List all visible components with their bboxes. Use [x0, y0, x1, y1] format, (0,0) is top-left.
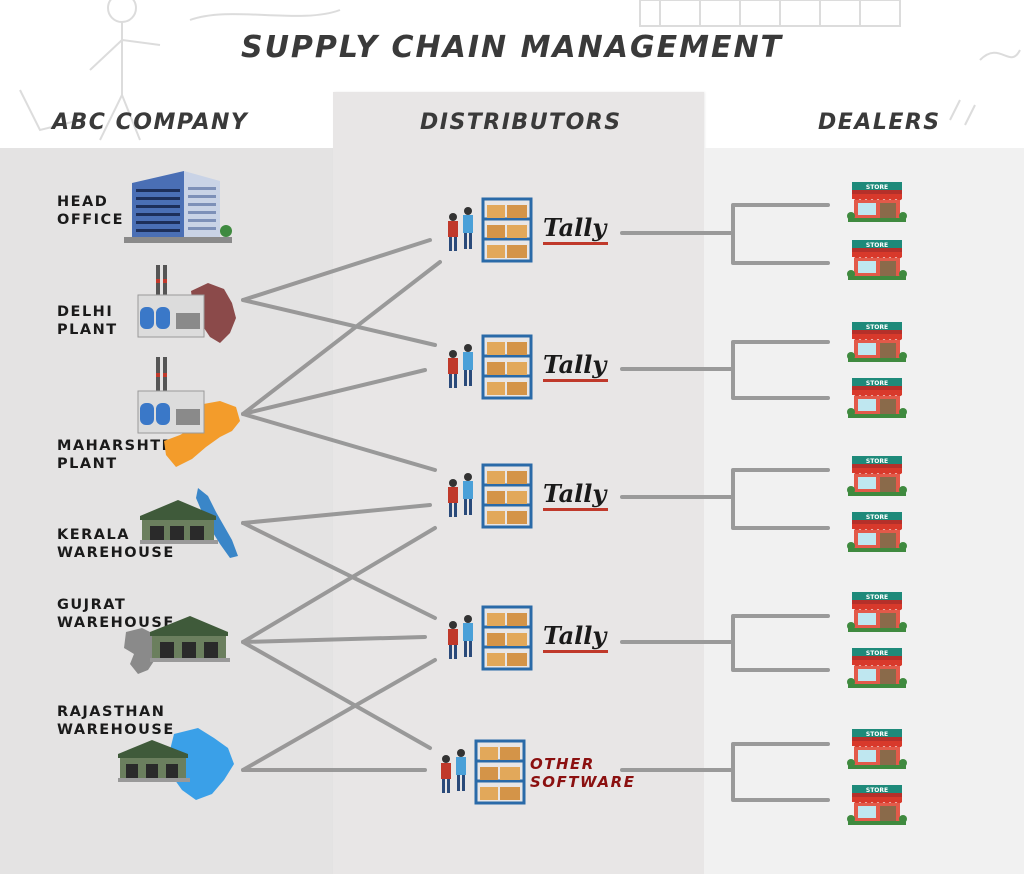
store-sign-text: STORE — [866, 514, 888, 521]
connector-gujrat-d5 — [241, 640, 432, 750]
connector-kerala-d3 — [241, 503, 432, 525]
bracket-d3 — [620, 468, 830, 530]
store-drawing: STORE — [847, 512, 907, 552]
source-label-kerala-warehouse: KERALA WAREHOUSE — [57, 526, 175, 562]
connector-gujrat-d3 — [241, 526, 437, 644]
source-line2: PLANT — [57, 322, 118, 338]
connector-maha-d2 — [241, 368, 427, 416]
connector-kerala-d4 — [241, 521, 437, 620]
source-label-head-office: HEAD OFFICE — [57, 193, 124, 229]
distributor-warehouse-icon — [448, 605, 533, 671]
diagram-title: SUPPLY CHAIN MANAGEMENT — [240, 30, 784, 65]
bracket-d2 — [620, 340, 830, 400]
source-line1: HEAD — [57, 194, 109, 210]
tally-logo: Tally — [543, 482, 609, 511]
store-icon: STORE — [846, 510, 908, 554]
store-sign-text: STORE — [866, 242, 888, 249]
maharashtra-map — [164, 401, 240, 467]
store-sign-text: STORE — [866, 731, 888, 738]
bracket-d1 — [620, 203, 830, 265]
column-header-distributors: DISTRIBUTORS — [420, 110, 622, 135]
store-drawing: STORE — [847, 378, 907, 418]
other-software-line1: OTHER — [530, 755, 595, 773]
store-icon: STORE — [846, 376, 908, 420]
distributor-warehouse-icon — [448, 463, 533, 529]
source-line1: RAJASTHAN — [57, 704, 166, 720]
store-drawing: STORE — [847, 322, 907, 362]
store-icon: STORE — [846, 727, 908, 771]
office-building-icon — [124, 171, 232, 243]
source-line1: GUJRAT — [57, 597, 127, 613]
source-label-maharashtra-plant: MAHARSHTRA PLANT — [57, 437, 187, 473]
tally-logo: Tally — [543, 353, 609, 382]
source-line2: OFFICE — [57, 212, 125, 228]
source-line2: WAREHOUSE — [57, 545, 175, 561]
column-header-dealers: DEALERS — [818, 110, 941, 135]
store-drawing: STORE — [847, 648, 907, 688]
source-line1: DELHI — [57, 304, 114, 320]
store-drawing: STORE — [847, 240, 907, 280]
warehouse-icon — [124, 616, 230, 674]
connector-rajasthan-d4 — [241, 658, 437, 772]
store-drawing: STORE — [847, 729, 907, 769]
gujrat-map — [124, 628, 160, 674]
store-icon: STORE — [846, 646, 908, 690]
distributor-warehouse-icon — [448, 197, 533, 263]
distributor-warehouse-icon — [448, 334, 533, 400]
store-icon: STORE — [846, 590, 908, 634]
warehouse-icon — [140, 488, 238, 558]
column-header-company: ABC COMPANY — [52, 110, 249, 135]
connector-delhi-d2 — [241, 298, 437, 347]
store-drawing: STORE — [847, 592, 907, 632]
store-sign-text: STORE — [866, 184, 888, 191]
factory-icon — [137, 357, 240, 467]
other-software-line2: SOFTWARE — [530, 773, 636, 791]
source-line2: PLANT — [57, 456, 118, 472]
store-icon: STORE — [846, 180, 908, 224]
distributor-warehouse-icon — [441, 739, 526, 805]
store-icon: STORE — [846, 320, 908, 364]
store-drawing: STORE — [847, 182, 907, 222]
store-icon: STORE — [846, 454, 908, 498]
store-sign-text: STORE — [866, 380, 888, 387]
source-line2: WAREHOUSE — [57, 615, 175, 631]
store-icon: STORE — [846, 238, 908, 282]
warehouse-icon — [118, 728, 234, 800]
kerala-map — [196, 488, 238, 558]
source-line2: WAREHOUSE — [57, 722, 175, 738]
bracket-d4 — [620, 614, 830, 672]
store-sign-text: STORE — [866, 787, 888, 794]
store-sign-text: STORE — [866, 650, 888, 657]
store-icon: STORE — [846, 783, 908, 827]
tally-logo: Tally — [543, 624, 609, 653]
source-line1: KERALA — [57, 527, 130, 543]
store-sign-text: STORE — [866, 458, 888, 465]
store-drawing: STORE — [847, 456, 907, 496]
source-label-delhi-plant: DELHI PLANT — [57, 303, 118, 339]
connector-delhi-d1 — [241, 238, 432, 302]
source-label-rajasthan-warehouse: RAJASTHAN WAREHOUSE — [57, 703, 175, 739]
connector-gujrat-d4 — [241, 635, 427, 644]
source-line1: MAHARSHTRA — [57, 438, 188, 454]
factory-icon — [137, 265, 236, 343]
bracket-d5 — [620, 742, 830, 802]
store-sign-text: STORE — [866, 594, 888, 601]
source-label-gujrat-warehouse: GUJRAT WAREHOUSE — [57, 596, 175, 632]
store-sign-text: STORE — [866, 324, 888, 331]
tally-logo: Tally — [543, 216, 609, 245]
sketch-decoration — [19, 0, 1021, 141]
connector-maha-d3 — [241, 412, 437, 472]
store-drawing: STORE — [847, 785, 907, 825]
connector-maha-d1 — [241, 260, 442, 416]
